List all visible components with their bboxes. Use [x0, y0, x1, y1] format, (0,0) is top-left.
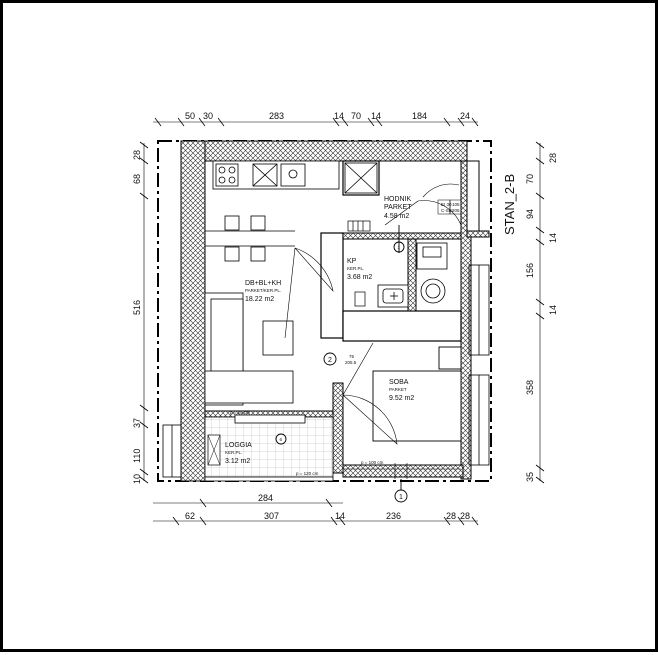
room-loggia-area: 3.12 m2	[225, 458, 250, 465]
dim-right-8: 35	[525, 472, 535, 482]
dim-bottom-3: 14	[335, 511, 345, 521]
dim-bottom-2: 307	[264, 511, 279, 521]
dim-right-4: 14	[548, 233, 558, 243]
note-entry-w: 105	[452, 202, 460, 207]
floor-plan: 1 2 6 1 50 30 283 14 70 14 184	[132, 111, 558, 526]
room-hall-area: 4.58 m2	[384, 213, 409, 220]
dim-left-1: 28	[132, 150, 142, 160]
room-bedroom-area: 9.52 m2	[389, 395, 414, 402]
dim-bottom-inner: 284	[258, 493, 273, 503]
room-living-name: DB+BL+KH	[245, 280, 281, 287]
dim-top-5: 70	[351, 111, 361, 121]
dim-right-6: 14	[548, 305, 558, 315]
room-hall-floor: PARKET	[384, 204, 412, 211]
markers	[275, 225, 408, 503]
bed	[372, 346, 462, 442]
dim-right-1: 28	[548, 153, 558, 163]
dim-left-3: 516	[132, 300, 142, 315]
note-door-h: 205.5	[345, 360, 357, 365]
room-loggia-name: LOGGIA	[225, 442, 252, 449]
sofa	[204, 292, 294, 406]
radiators	[347, 220, 371, 307]
dim-bottom-4: 236	[386, 511, 401, 521]
outer-boundary	[157, 140, 492, 482]
dim-bottom-6: 28	[460, 511, 470, 521]
note-ei: EI 30	[441, 202, 452, 207]
dim-right-2: 70	[525, 174, 535, 184]
note-sill-top: p = 15 cm	[230, 410, 250, 415]
note-door-w: 75	[349, 354, 355, 359]
dim-top-2: 30	[203, 111, 213, 121]
room-bath-floor: KER.PL.	[347, 266, 364, 271]
dim-bottom-1: 62	[185, 511, 195, 521]
dim-top-7: 184	[412, 111, 427, 121]
dim-right-3: 94	[525, 209, 535, 219]
dim-left-5: 110	[132, 449, 142, 463]
marker-1a: 1	[398, 245, 401, 250]
room-bedroom-name: SOBA	[389, 379, 409, 386]
kitchen-counter	[212, 160, 378, 194]
dim-top-4: 14	[334, 111, 344, 121]
plan-id: STAN_2-B	[502, 174, 517, 235]
dim-top-3: 283	[269, 111, 284, 121]
dim-right-5: 156	[525, 263, 535, 278]
note-sill-bedroom: p = 100 cm	[361, 460, 384, 465]
dining-table	[205, 215, 295, 262]
room-loggia-floor: KER.PL.	[225, 450, 242, 455]
note-sill-loggia: p = 120 cm	[296, 471, 319, 476]
door-swings	[284, 183, 462, 445]
note-ei-sub: C-Sm	[441, 208, 453, 213]
room-bath-area: 3.68 m2	[347, 274, 372, 281]
dim-top-8: 24	[460, 111, 470, 121]
room-living-area: 18.22 m2	[245, 296, 274, 303]
dimension-lines	[143, 121, 541, 522]
dim-top-6: 14	[371, 111, 381, 121]
windows	[162, 264, 490, 478]
dim-left-4: 37	[132, 418, 142, 428]
dim-left-6: 10	[132, 474, 142, 484]
room-hall-name: HODNIK	[384, 196, 412, 203]
dim-right-7: 358	[525, 380, 535, 395]
marker-2: 2	[328, 357, 332, 364]
walls	[180, 140, 490, 482]
room-living-floor: PARKET/KER.PL.	[245, 288, 281, 293]
entry-box	[449, 199, 462, 215]
marker-6: 6	[280, 437, 283, 442]
note-entry-h: 205	[452, 208, 460, 213]
bath-fixtures	[377, 242, 448, 308]
dimension-ticks	[139, 117, 545, 526]
dim-top-1: 50	[185, 111, 195, 121]
room-bath-name: KP	[347, 258, 357, 265]
marker-1b: 1	[399, 494, 403, 501]
sill-lines	[343, 463, 461, 479]
dim-bottom-5: 28	[446, 511, 456, 521]
loggia	[204, 414, 334, 482]
room-bedroom-floor: PARKET	[389, 387, 407, 392]
dim-left-2: 68	[132, 174, 142, 184]
